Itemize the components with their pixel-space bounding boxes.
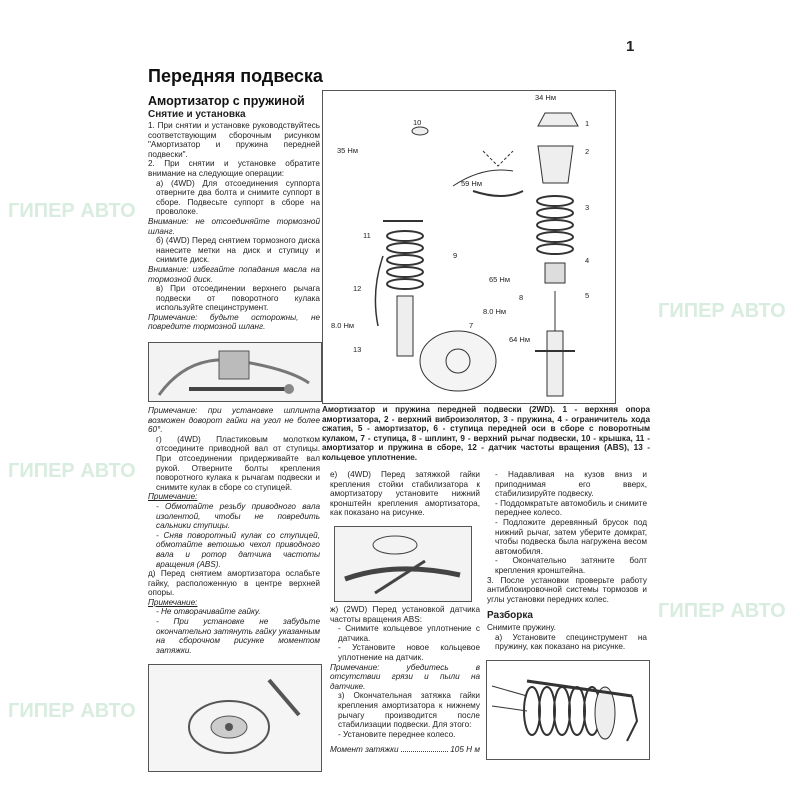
label-torque: 64 Нм <box>509 335 530 344</box>
page-title: Передняя подвеска <box>148 66 323 86</box>
label-part: 10 <box>413 118 422 127</box>
disassembly-text: Снимите пружину. а) Установите специнстр… <box>487 623 647 652</box>
label-torque: 8.0 Нм <box>331 321 355 330</box>
mid-text-zh: ж) (2WD) Перед установкой датчика частот… <box>330 605 480 739</box>
label-part: 5 <box>585 291 590 300</box>
label-torque: 34 Нм <box>535 93 556 102</box>
photo-upper-arm <box>148 342 322 402</box>
watermark: ГИПЕР АВТО <box>658 300 786 322</box>
label-part: 1 <box>585 119 590 128</box>
label-part: 4 <box>585 256 590 265</box>
label-part: 3 <box>585 203 590 212</box>
disassembly-heading: Разборка <box>487 610 533 621</box>
watermark: ГИПЕР АВТО <box>658 600 786 622</box>
label-torque: 65 Нм <box>489 275 510 284</box>
page-number: 1 <box>626 38 635 55</box>
figure-shock-spring: 34 Нм 1 2 3 4 5 10 35 Нм 59 Нм 11 9 12 6… <box>322 90 616 404</box>
suspension-photo-illustration <box>157 350 310 396</box>
spring-compressor-illustration <box>491 679 639 742</box>
label-torque: 35 Нм <box>337 146 358 155</box>
photo-spring-compressor <box>486 660 650 760</box>
label-part: 9 <box>453 251 458 260</box>
mid-text-e: е) (4WD) Перед затяжкой гайки крепления … <box>330 470 480 518</box>
section-title: Амортизатор с пружиной <box>148 94 305 108</box>
watermark: ГИПЕР АВТО <box>8 700 136 722</box>
label-torque: 8.0 Нм <box>483 307 507 316</box>
bracket-illustration <box>344 535 461 595</box>
right-text: - Надавливая на кузов вниз и приподнимая… <box>487 470 647 604</box>
figure-caption: Амортизатор и пружина передней подвески … <box>322 405 650 462</box>
watermark: ГИПЕР АВТО <box>8 460 136 482</box>
subsection-title: Снятие и установка <box>148 109 246 120</box>
photo-bracket <box>334 526 472 602</box>
left-text-b: Примечание: при установке шплинта возмож… <box>148 406 320 655</box>
top-mount-illustration <box>188 678 301 754</box>
torque-spec: Момент затяжки 105 Н м <box>330 745 480 754</box>
label-part: 12 <box>353 284 362 293</box>
label-part: 7 <box>469 321 474 330</box>
label-torque: 59 Нм <box>461 179 482 188</box>
left-text-a: 1. При снятии и установке руководствуйте… <box>148 121 320 332</box>
watermark: ГИПЕР АВТО <box>8 200 136 222</box>
label-part: 2 <box>585 147 590 156</box>
label-part: 11 <box>363 231 371 240</box>
label-part: 13 <box>353 345 362 354</box>
label-part: 8 <box>519 293 524 302</box>
photo-top-mount <box>148 664 322 772</box>
exploded-diagram <box>374 112 579 397</box>
